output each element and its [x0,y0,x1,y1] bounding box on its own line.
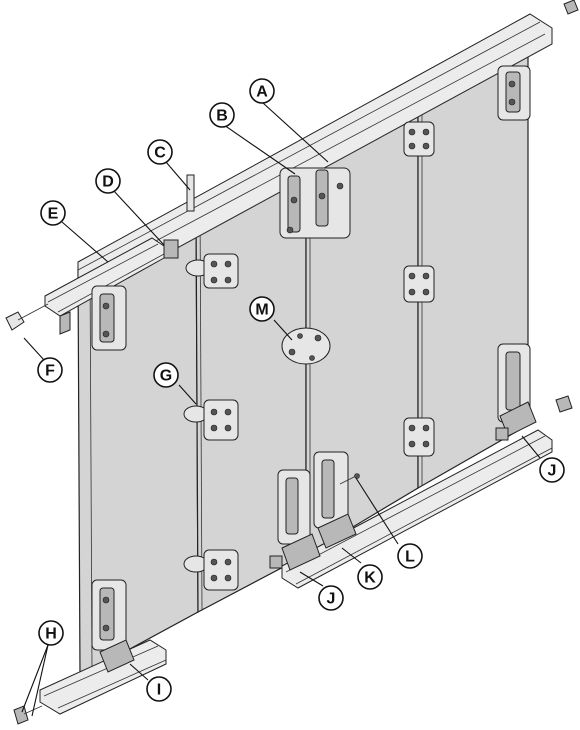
callout-e: E [40,200,66,226]
svg-text:G: G [160,368,172,385]
svg-text:H: H [45,626,57,643]
callout-j-right: J [539,457,565,483]
callout-f: F [37,357,63,383]
callout-a: A [249,78,275,104]
callout-b: B [209,102,235,128]
svg-text:B: B [216,108,228,125]
floor-stop-h [13,705,43,725]
svg-text:L: L [405,549,415,566]
callout-k: K [357,564,383,590]
svg-text:C: C [154,145,166,162]
bottom-guide-centre [269,451,357,571]
hinge-lower-left [183,549,239,591]
callout-d: D [95,168,121,194]
hinge-upper-left [185,253,239,289]
svg-text:A: A [256,84,268,101]
callout-m: M [249,296,275,322]
hinge-middle-right [403,265,435,303]
top-hanger-right [497,65,531,121]
callout-l: L [397,543,423,569]
svg-text:K: K [364,570,376,587]
bottom-bolt-l [339,473,360,485]
bottom-guide-right [495,343,537,441]
top-corner-piece [563,0,579,15]
svg-text:J: J [548,463,557,480]
top-hanger-left [91,285,127,351]
panel-hinges [183,121,435,591]
top-hanger-centre [279,167,351,239]
callout-g: G [153,362,179,388]
svg-text:J: J [327,591,336,608]
bottom-rail-right [281,429,553,589]
callout-i: I [146,676,172,702]
end-stop-f [5,303,49,331]
svg-text:I: I [157,682,161,699]
hinge-middle-left [183,399,239,441]
hinge-upper-right [403,121,435,157]
hinge-centre-m [281,327,331,365]
svg-text:E: E [48,206,59,223]
top-pivot-post-c [186,174,195,212]
bottom-rail-left [39,639,167,715]
svg-text:D: D [102,174,114,191]
callout-j-lower: J [318,585,344,611]
svg-text:F: F [45,363,55,380]
callout-c: C [147,139,173,165]
callout-h: H [38,620,64,646]
top-pivot-block-d [163,239,179,259]
leader-lines [21,102,541,717]
svg-text:M: M [255,302,268,319]
floor-stop-right [555,395,573,413]
bottom-guide-left [91,579,135,673]
hinge-lower-right [403,417,435,457]
